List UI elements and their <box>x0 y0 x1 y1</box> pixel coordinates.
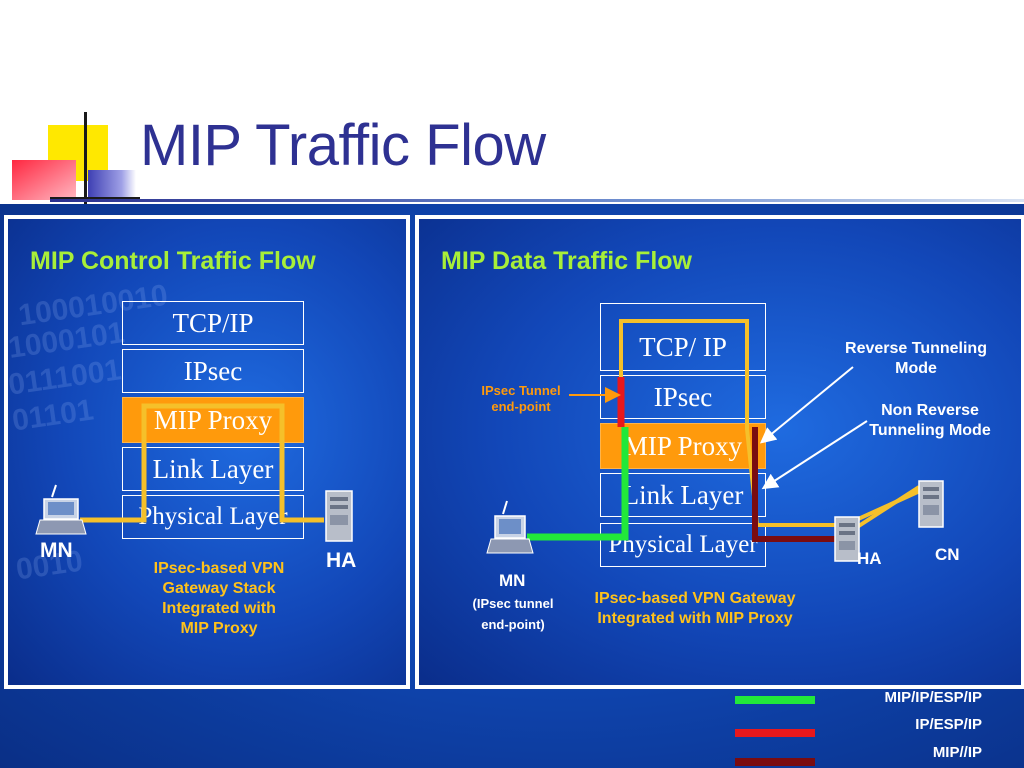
yellow-ha-cn-segment <box>849 485 921 533</box>
control-caption-line: MIP Proxy <box>180 620 258 637</box>
control-caption-line: Gateway Stack <box>162 580 276 597</box>
tunnel-endpoint-line: end-point <box>491 399 551 415</box>
mn-laptop-icon <box>35 484 87 535</box>
legend-swatch-green <box>735 696 815 704</box>
data-traffic-panel: MIP Data Traffic Flow TCP/ IP IPsec MIP … <box>415 215 1024 689</box>
tunnel-endpoint-line: IPsec Tunnel <box>481 383 561 398</box>
stack-layer-tcpip: TCP/IP <box>122 301 304 345</box>
control-caption-line: IPsec-based VPN <box>153 560 285 577</box>
cn-label: CN <box>935 545 960 564</box>
reverse-tunnel-arrow <box>759 366 854 444</box>
tunnel-endpoint-label: IPsec Tunnel end-point <box>471 383 571 416</box>
legend-label-green: MIP/IP/ESP/IP <box>884 689 982 706</box>
reverse-tunnel-line: Reverse Tunneling <box>845 340 987 357</box>
ha-server-icon <box>325 490 353 542</box>
stack-layer-tcpip: TCP/ IP <box>600 303 766 371</box>
ha-server-icon <box>834 516 860 562</box>
cn-server-icon <box>918 480 944 528</box>
mn-subtitle-line: (IPsec tunnel <box>472 596 554 611</box>
nonreverse-tunnel-label: Non Reverse Tunneling Mode <box>855 401 1005 441</box>
ha-label: HA <box>857 549 882 568</box>
deco-horizontal-line <box>50 197 140 200</box>
control-flow-path <box>80 403 324 523</box>
mn-label: MN <box>499 571 526 590</box>
mn-subtitle-line: end-point) <box>481 616 545 632</box>
deco-blue-square <box>88 170 136 200</box>
data-caption-line: Integrated with MIP Proxy <box>597 610 793 627</box>
control-panel-title: MIP Control Traffic Flow <box>30 247 316 275</box>
control-flow-svg <box>35 403 353 542</box>
mn-label: MN <box>40 539 73 562</box>
nonreverse-tunnel-line: Tunneling Mode <box>869 422 991 439</box>
stack-layer-physical: Physical Layer <box>122 495 304 539</box>
reverse-tunnel-label: Reverse Tunneling Mode <box>831 339 1001 379</box>
reverse-tunnel-line: Mode <box>895 360 937 377</box>
legend-label-darkred: MIP//IP <box>932 744 982 761</box>
data-panel-title: MIP Data Traffic Flow <box>441 247 692 275</box>
darkred-flow-path <box>752 427 839 542</box>
deco-vertical-line <box>84 112 87 204</box>
legend-swatch-darkred <box>735 758 815 766</box>
title-rule <box>50 199 1024 202</box>
control-caption-line: Integrated with <box>162 600 276 617</box>
slide-title: MIP Traffic Flow <box>140 113 546 178</box>
nonreverse-tunnel-line: Non Reverse <box>881 402 979 419</box>
green-flow-path <box>527 427 629 541</box>
data-caption: IPsec-based VPN Gateway Integrated with … <box>575 589 815 629</box>
control-traffic-panel: 100010010 1000101 0111001 01101 0010 MIP… <box>4 215 410 689</box>
ha-label: HA <box>326 549 357 572</box>
data-flow-svg <box>486 319 944 562</box>
stack-layer-link: Link Layer <box>122 447 304 491</box>
mn-subtitle: (IPsec tunnel end-point) <box>463 594 563 636</box>
deco-red-square <box>12 160 76 200</box>
data-caption-line: IPsec-based VPN Gateway <box>594 590 796 607</box>
legend-label-red: IP/ESP/IP <box>915 716 982 733</box>
stack-layer-physical: Physical Layer <box>600 523 766 567</box>
stack-layer-ipsec: IPsec <box>600 375 766 419</box>
stack-layer-link: Link Layer <box>600 473 766 517</box>
stack-layer-ipsec: IPsec <box>122 349 304 393</box>
mn-laptop-icon <box>486 500 534 554</box>
control-caption: IPsec-based VPN Gateway Stack Integrated… <box>134 559 304 639</box>
legend-swatch-red <box>735 729 815 737</box>
nonreverse-tunnel-arrow <box>761 420 868 490</box>
